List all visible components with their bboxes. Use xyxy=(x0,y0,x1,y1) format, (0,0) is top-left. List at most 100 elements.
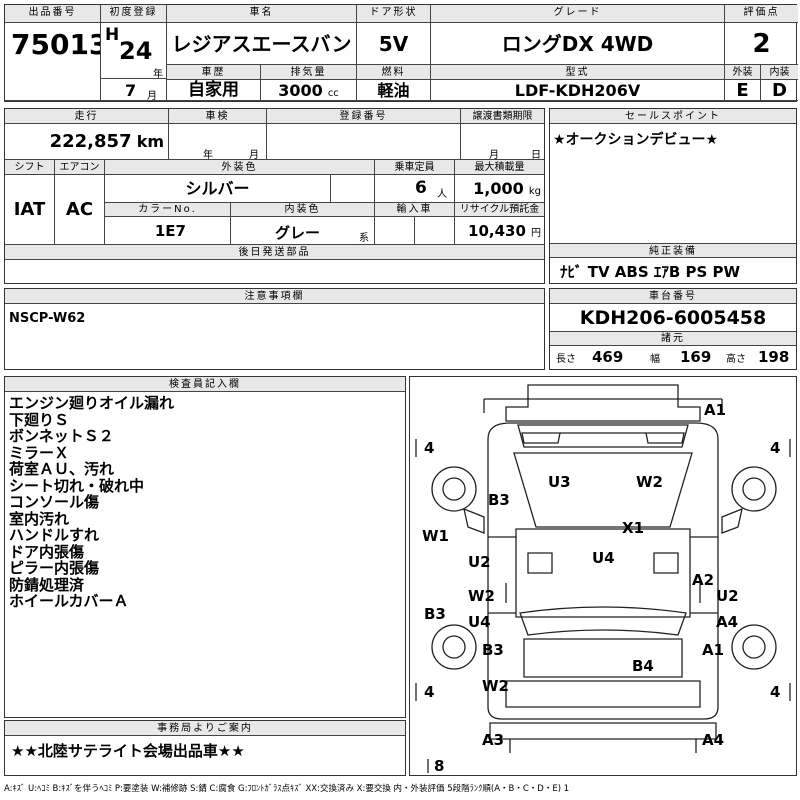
note-line: ホイールカバーＡ xyxy=(9,592,129,610)
later-parts-label: 後日発送部品 xyxy=(5,245,544,260)
office-block: 事務局よりご案内 ★★北陸サテライト会場出品車★★ xyxy=(4,720,406,776)
car-name-label: 車名 xyxy=(167,5,357,23)
dims-label: 諸元 xyxy=(550,332,796,346)
tire-rear-left: 4 xyxy=(424,683,435,701)
ac: AC xyxy=(55,175,105,245)
recycle: 10,430 xyxy=(468,222,526,240)
inspection-year-unit: 年 xyxy=(203,150,213,160)
mileage-unit: km xyxy=(136,132,164,151)
damage-mark: B3 xyxy=(482,641,504,659)
note-line: シート切れ・破れ中 xyxy=(9,476,145,495)
recycle-unit: 円 xyxy=(531,228,541,239)
reg-no-label: 登録番号 xyxy=(267,109,461,124)
damage-mark: B4 xyxy=(632,657,654,675)
mileage-label: 走行 xyxy=(5,109,169,124)
displacement-cell: 3000 cc xyxy=(261,80,357,101)
ext-color-label: 外装色 xyxy=(105,160,375,175)
int-label: 内装 xyxy=(761,65,798,80)
fuel: 軽油 xyxy=(357,80,431,101)
reg-no-cell xyxy=(267,124,461,160)
car-outline xyxy=(415,384,791,773)
height-label: 高さ xyxy=(726,354,746,365)
damage-mark: U4 xyxy=(592,549,615,567)
capacity-unit: 人 xyxy=(437,189,447,200)
door-type: 5V xyxy=(357,23,431,65)
damage-mark: W2 xyxy=(468,587,495,605)
equipment-items: ﾅﾋﾞ TV ABS ｴｱB PS PW xyxy=(560,263,741,281)
recycle-cell: 10,430 円 xyxy=(455,217,544,245)
damage-mark: B3 xyxy=(488,491,510,509)
first-reg-year: H 24 年 xyxy=(101,23,167,79)
lot-label: 出品番号 xyxy=(5,5,101,23)
specs-block: 走行 222,857 km 車検 年 月 登録番号 譲渡書類期限 月 日 シフト… xyxy=(4,108,545,284)
mileage: 222,857 xyxy=(49,131,132,152)
reg-year: 24 xyxy=(119,37,153,65)
note-line: 防錆処理済 xyxy=(9,575,85,594)
damage-mark: B3 xyxy=(424,605,446,623)
displacement-label: 排気量 xyxy=(261,65,357,80)
month-unit: 月 xyxy=(147,91,157,101)
damage-mark: U2 xyxy=(716,587,739,605)
damage-mark: W1 xyxy=(422,527,449,545)
load: 1,000 xyxy=(473,179,524,198)
import-label: 輸入車 xyxy=(375,203,455,217)
inspection-cell: 年 月 xyxy=(169,124,267,160)
equipment-label: 純正装備 xyxy=(550,243,796,258)
damage-mark: U3 xyxy=(548,473,571,491)
load-unit: kg xyxy=(528,186,541,197)
caution-label: 注意事項欄 xyxy=(5,289,544,304)
note-line: 室内汚れ xyxy=(9,509,70,528)
damage-mark: W2 xyxy=(636,473,663,491)
note-line: 荷室ＡＵ、汚れ xyxy=(9,460,115,478)
tire-spare: 8 xyxy=(434,757,445,775)
shift: IAT xyxy=(5,175,55,245)
caution-text: NSCP-W62 xyxy=(9,311,86,326)
note-line: ドア内張傷 xyxy=(9,542,85,561)
grade-label: グレード xyxy=(431,5,725,23)
load-label: 最大積載量 xyxy=(455,160,544,175)
height-value: 198 xyxy=(758,348,790,366)
transfer-label: 譲渡書類期限 xyxy=(461,109,544,124)
transfer-cell: 月 日 xyxy=(461,124,544,160)
mileage-cell: 222,857 km xyxy=(5,124,169,160)
first-reg-month: 7 月 xyxy=(101,79,167,101)
fuel-label: 燃料 xyxy=(357,65,431,80)
shift-label: シフト xyxy=(5,160,55,175)
chassis-number: KDH206-6005458 xyxy=(550,304,796,332)
ext-color-extra xyxy=(331,175,375,203)
later-parts-cell xyxy=(5,260,544,283)
length-label: 長さ xyxy=(556,354,576,365)
capacity-label: 乗車定員 xyxy=(375,160,455,175)
color-no: 1E7 xyxy=(105,217,231,245)
first-reg-label: 初度登録 xyxy=(101,5,167,23)
import-cell-a xyxy=(375,217,415,245)
legend: A:ｷｽﾞ U:ﾍｺﾐ B:ｷｽﾞを伴うﾍｺﾐ P:要塗装 W:補修跡 S:錆 … xyxy=(4,784,570,794)
office-text: ★★北陸サテライト会場出品車★★ xyxy=(11,742,245,760)
note-line: ボンネットＳ２ xyxy=(9,427,114,445)
damage-mark: A3 xyxy=(482,731,505,749)
int-grade: D xyxy=(761,80,798,101)
damage-mark: U4 xyxy=(468,613,491,631)
damage-mark: A1 xyxy=(704,401,727,419)
chassis-block: 車台番号 KDH206-6005458 諸元 長さ 469 幅 169 高さ 1… xyxy=(549,288,797,370)
load-cell: 1,000 kg xyxy=(455,175,544,203)
history: 自家用 xyxy=(167,80,261,101)
inspection-label: 車検 xyxy=(169,109,267,124)
recycle-label: リサイクル預託金 xyxy=(455,203,544,217)
int-color-cell: グレー 系 xyxy=(231,217,375,245)
note-line: エンジン廻りオイル漏れ xyxy=(9,394,175,412)
sales-block: セールスポイント ★オークションデビュー★ 純正装備 ﾅﾋﾞ TV ABS ｴｱ… xyxy=(549,108,797,284)
damage-mark: A2 xyxy=(692,571,715,589)
note-line: ハンドルすれ xyxy=(9,526,100,544)
int-color: グレー xyxy=(275,224,321,242)
color-no-label: カラーNo. xyxy=(105,203,231,217)
era: H xyxy=(105,25,120,45)
width-label: 幅 xyxy=(650,354,660,365)
door-label: ドア形状 xyxy=(357,5,431,23)
dims-row: 長さ 469 幅 169 高さ 198 xyxy=(550,346,796,369)
history-label: 車歴 xyxy=(167,65,261,80)
damage-mark: A1 xyxy=(702,641,725,659)
damage-mark: A4 xyxy=(716,613,739,631)
width-value: 169 xyxy=(680,348,712,366)
tire-front-right: 4 xyxy=(770,439,781,457)
